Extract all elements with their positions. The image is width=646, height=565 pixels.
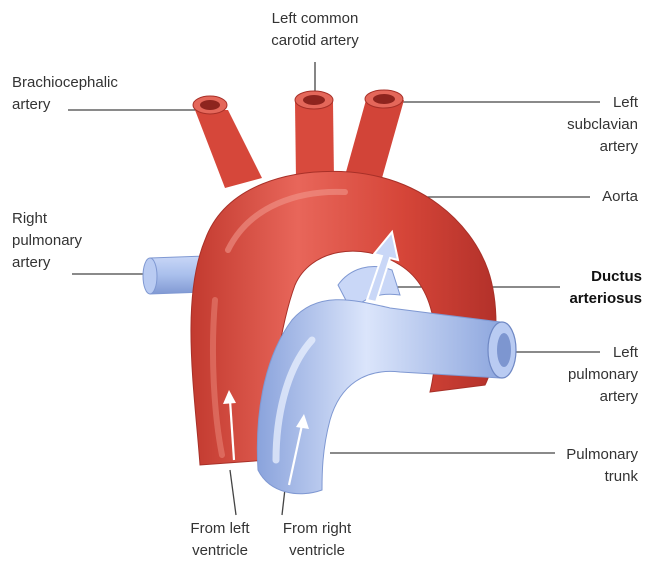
label-left-subclavian: Left subclavian artery [567,92,638,158]
pulmonary-trunk [257,300,516,494]
label-pulmonary-trunk: Pulmonary trunk [566,444,638,488]
leader-from-left [230,470,236,515]
label-left-pulmonary: Left pulmonary artery [568,342,638,408]
label-right-pulmonary: Right pulmonary artery [12,208,82,274]
label-ductus-arteriosus: Ductus arteriosus [569,266,642,310]
label-from-right-ventricle: From right ventricle [262,518,372,562]
label-brachiocephalic: Brachiocephalic artery [12,72,118,116]
aorta-arch [191,90,496,465]
label-left-common-carotid: Left common carotid artery [250,8,380,52]
label-aorta: Aorta [602,186,638,208]
label-from-left-ventricle: From left ventricle [165,518,275,562]
